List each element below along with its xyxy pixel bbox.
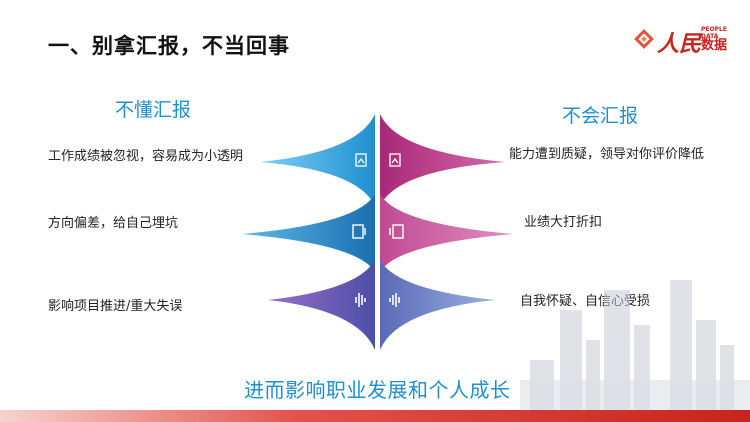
page-title: 一、别拿汇报，不当回事 bbox=[48, 34, 290, 58]
left-heading: 不懂汇报 bbox=[115, 99, 192, 121]
left-item-3: 影响项目推进/重大失误 bbox=[48, 299, 183, 314]
comparison-diagram bbox=[242, 114, 513, 350]
card-icon bbox=[389, 224, 404, 239]
left-item-2: 方向偏差，给自己埋坑 bbox=[48, 216, 179, 231]
logo-text-en: PEOPLE DATA bbox=[701, 26, 727, 40]
card-icon bbox=[352, 224, 366, 239]
right-item-1: 能力遭到质疑，领导对你评价降低 bbox=[509, 147, 705, 162]
waveform-icon bbox=[355, 293, 366, 307]
bottom-bar bbox=[0, 410, 750, 422]
logo-text-cn: 人民 bbox=[657, 31, 702, 57]
conclusion-text: 进而影响职业发展和个人成长 bbox=[244, 378, 511, 402]
right-shape-top bbox=[380, 114, 505, 206]
left-shape-bottom bbox=[268, 260, 375, 350]
logo-text-data: 数据 bbox=[701, 38, 728, 53]
right-item-2: 业绩大打折扣 bbox=[524, 215, 603, 230]
left-shape-mid bbox=[242, 194, 375, 272]
waveform-icon bbox=[389, 293, 400, 307]
image-card-icon bbox=[355, 153, 367, 167]
right-shape-mid bbox=[380, 194, 513, 272]
logo: 人民 PEOPLE DATA 数据 bbox=[633, 24, 733, 58]
right-shape-bottom bbox=[380, 260, 495, 350]
left-shape-top bbox=[260, 114, 375, 206]
logo-mark-icon bbox=[634, 29, 654, 49]
left-item-1: 工作成绩被忽视，容易成为小透明 bbox=[48, 149, 244, 164]
city-skyline-image bbox=[520, 280, 750, 410]
image-card-icon bbox=[389, 153, 401, 167]
right-heading: 不会汇报 bbox=[562, 105, 639, 127]
